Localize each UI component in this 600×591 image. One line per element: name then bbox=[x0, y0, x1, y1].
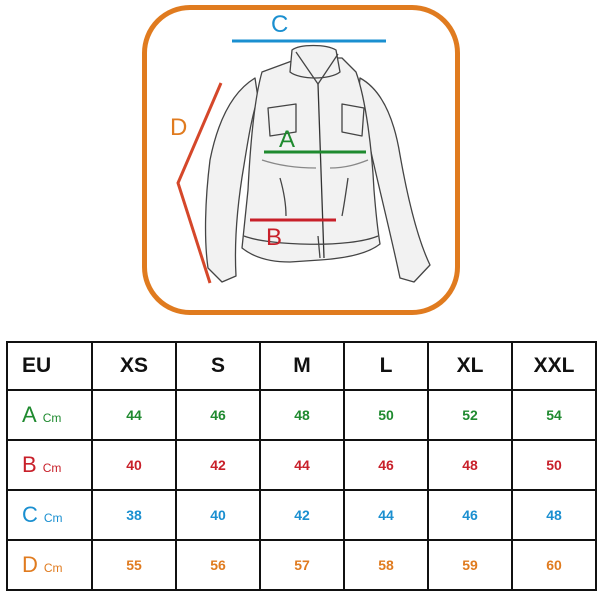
table-cell: 40 bbox=[175, 489, 261, 541]
table-row-c: C Cm 38 40 42 44 46 48 bbox=[6, 489, 597, 541]
table-cell: 55 bbox=[91, 539, 177, 591]
size-table: EU XS S M L XL XXL A Cm 44 46 48 50 52 54… bbox=[6, 341, 597, 591]
jacket-sketch bbox=[204, 44, 431, 283]
table-cell: 50 bbox=[343, 389, 429, 441]
table-cell: 44 bbox=[91, 389, 177, 441]
table-cell: 58 bbox=[343, 539, 429, 591]
jacket-measurement-figure: C D A B bbox=[170, 11, 431, 284]
header-size: S bbox=[175, 341, 261, 391]
table-cell: 40 bbox=[91, 439, 177, 491]
table-cell: 44 bbox=[343, 489, 429, 541]
row-letter: D bbox=[22, 552, 38, 577]
header-size: XL bbox=[427, 341, 513, 391]
table-cell: 46 bbox=[427, 489, 513, 541]
table-cell: 46 bbox=[343, 439, 429, 491]
table-cell: 48 bbox=[427, 439, 513, 491]
header-size: XS bbox=[91, 341, 177, 391]
table-cell: 48 bbox=[511, 489, 597, 541]
label-d: D bbox=[170, 114, 187, 141]
label-b: B bbox=[266, 224, 282, 251]
header-eu: EU bbox=[6, 341, 93, 391]
header-size: L bbox=[343, 341, 429, 391]
row-unit: Cm bbox=[42, 411, 62, 425]
label-a: A bbox=[279, 126, 295, 153]
measure-line-d bbox=[176, 82, 223, 284]
header-size: M bbox=[259, 341, 345, 391]
table-cell: 59 bbox=[427, 539, 513, 591]
table-cell: 48 bbox=[259, 389, 345, 441]
table-cell: 42 bbox=[175, 439, 261, 491]
label-c: C bbox=[271, 11, 288, 38]
table-cell: 44 bbox=[259, 439, 345, 491]
row-label: B Cm bbox=[6, 439, 93, 491]
table-cell: 60 bbox=[511, 539, 597, 591]
row-letter: A bbox=[22, 402, 37, 427]
header-row: EU XS S M L XL XXL bbox=[6, 341, 597, 391]
row-unit: Cm bbox=[43, 511, 63, 525]
table-cell: 56 bbox=[175, 539, 261, 591]
table-row-a: A Cm 44 46 48 50 52 54 bbox=[6, 389, 597, 441]
table-cell: 52 bbox=[427, 389, 513, 441]
row-unit: Cm bbox=[42, 461, 62, 475]
table-cell: 38 bbox=[91, 489, 177, 541]
row-label: D Cm bbox=[6, 539, 93, 591]
row-label: A Cm bbox=[6, 389, 93, 441]
table-cell: 42 bbox=[259, 489, 345, 541]
header-size: XXL bbox=[511, 341, 597, 391]
row-letter: C bbox=[22, 502, 38, 527]
table-cell: 57 bbox=[259, 539, 345, 591]
row-label: C Cm bbox=[6, 489, 93, 541]
table-cell: 46 bbox=[175, 389, 261, 441]
table-cell: 50 bbox=[511, 439, 597, 491]
row-letter: B bbox=[22, 452, 37, 477]
table-row-b: B Cm 40 42 44 46 48 50 bbox=[6, 439, 597, 491]
table-row-d: D Cm 55 56 57 58 59 60 bbox=[6, 539, 597, 591]
table-cell: 54 bbox=[511, 389, 597, 441]
row-unit: Cm bbox=[43, 561, 63, 575]
